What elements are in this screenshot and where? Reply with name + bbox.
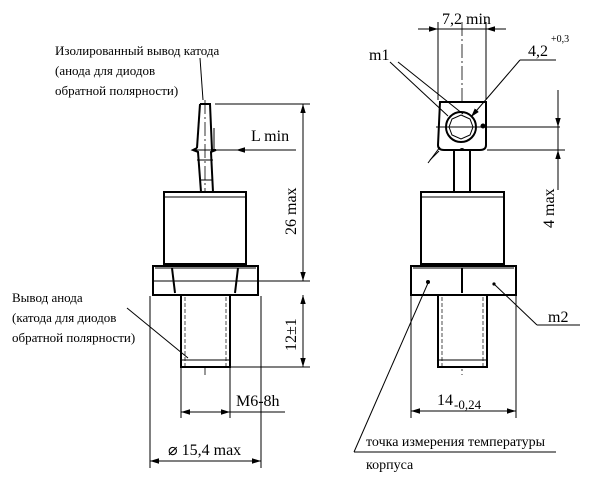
dim-hex-14: 14 -0,24	[410, 296, 517, 418]
dim-thread-spec: M6-8h	[180, 367, 285, 418]
front-hex-base	[410, 265, 517, 296]
front-body	[420, 191, 505, 265]
label-anode-lead: Вывод анода (катода для диодов обратной …	[12, 290, 189, 359]
dim-hex-14-label: 14	[437, 392, 453, 409]
dim-height-26-label: 26 max	[283, 187, 300, 235]
label-temp-point: точка измерения температуры корпуса	[353, 282, 556, 473]
dim-l-min-label: L min	[251, 128, 289, 145]
m2-label: m2	[548, 309, 568, 326]
dim-diameter: ⌀ 15,4 max	[149, 296, 262, 468]
dim-width-7-2-label: 7,2 min	[442, 11, 491, 28]
temp-point-line-2: корпуса	[366, 458, 414, 473]
cathode-lead-line-3: обратной полярности)	[55, 83, 178, 98]
dim-thread-12: 12±1	[231, 295, 310, 368]
label-cathode-lead: Изолированный вывод катода (анода для ди…	[55, 43, 220, 101]
m1-label: m1	[369, 47, 389, 64]
dim-thread-12-label: 12±1	[283, 318, 300, 351]
dim-hole-tolerance: +0,3	[551, 34, 569, 45]
front-view: 7,2 min 4,2 +0,3 4 max 14 -0,24 m1	[353, 11, 580, 473]
anode-lead-line-3: обратной полярности)	[12, 330, 135, 345]
dim-lug-4: 4 max	[487, 90, 565, 228]
terminal-lug	[427, 101, 560, 164]
anode-lead-line-2: (катода для диодов	[12, 310, 116, 325]
anode-lead-line-1: Вывод анода	[12, 290, 83, 305]
dim-width-7-2: 7,2 min	[418, 11, 506, 100]
dim-l-min: L min	[213, 128, 296, 153]
dim-hex-14-tolerance: -0,24	[454, 397, 482, 412]
temp-point-line-1: точка измерения температуры	[366, 435, 546, 450]
dim-thread-spec-label: M6-8h	[236, 393, 280, 410]
front-threaded-stud	[437, 294, 488, 368]
label-m1: m1	[369, 47, 464, 117]
dim-hole-label: 4,2	[528, 43, 548, 60]
dim-hole: 4,2 +0,3	[470, 34, 569, 118]
dim-height-26: 26 max	[215, 103, 310, 282]
lug-neck	[453, 149, 471, 193]
cathode-lead-line-1: Изолированный вывод катода	[55, 43, 220, 58]
cathode-terminal	[183, 103, 230, 193]
threaded-stud	[180, 294, 231, 368]
dim-diameter-label: ⌀ 15,4 max	[168, 442, 241, 459]
hex-base	[152, 265, 259, 296]
side-view: L min 26 max 12±1 M6-8h ⌀ 15	[12, 43, 310, 468]
diode-body	[163, 191, 247, 265]
label-m2: m2	[493, 283, 580, 326]
cathode-lead-line-2: (анода для диодов	[55, 63, 155, 78]
dim-lug-4-label: 4 max	[541, 188, 558, 228]
